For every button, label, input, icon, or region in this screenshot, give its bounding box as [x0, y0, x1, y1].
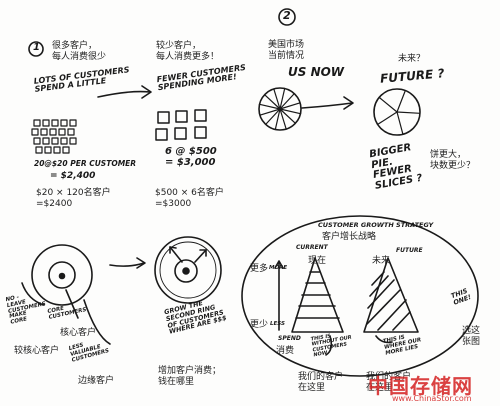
arrow-rings	[109, 262, 145, 267]
pieNow-outline	[258, 87, 302, 131]
ring-inner-left	[48, 261, 76, 289]
pie-now	[258, 87, 302, 131]
section1-zh-calc: $20 × 120名客户 =$2400	[36, 188, 111, 210]
number-2: 2	[283, 9, 291, 22]
zh-choose: 选这 张图	[462, 326, 481, 348]
section3-zh-question: 饼更大， 块数更少？	[430, 150, 476, 172]
pieNow-slice-line	[259, 108, 281, 116]
pie-future	[373, 88, 421, 136]
pieFuture-slice-line	[396, 111, 404, 135]
zh-spend: 消费	[276, 346, 295, 356]
zh-future2: 未来	[372, 256, 391, 266]
section1-per-customer: 20@$20 PER CUSTOMER	[34, 159, 137, 168]
pieNow-slice-line	[258, 103, 281, 110]
pieNow-slice-line	[279, 108, 296, 124]
label-less: LESS	[270, 321, 285, 327]
pieNow-slice-line	[265, 108, 281, 126]
strategy-title: CUSTOMER GROWTH STRATEGY	[318, 221, 434, 229]
zh-more: 更多	[250, 264, 269, 274]
label-more: MORE	[269, 265, 288, 271]
number-2-circle	[278, 8, 296, 26]
pieNow-slice-line	[264, 94, 281, 110]
number-1-circle	[28, 41, 44, 57]
pieNow-slice-line	[279, 108, 302, 115]
zh-now: 现在	[308, 256, 327, 266]
strategy-ellipse	[241, 215, 479, 377]
pieNow-slice-line	[279, 92, 295, 110]
strategy-zh-title: 客户增长战略	[322, 232, 377, 242]
label-future2: FUTURE	[396, 247, 423, 254]
zh-small-core: 较核心客户	[14, 346, 60, 356]
section3-zh-market: 美国市场 当前情况	[268, 40, 305, 62]
ring-outer-right	[154, 236, 222, 304]
zh-core: 核心客户	[60, 328, 97, 338]
pieFuture-outline	[373, 88, 421, 136]
zh-less: 更少	[250, 320, 269, 330]
many-customers-squares	[31, 119, 77, 154]
fewer-customers-squares	[155, 109, 207, 141]
zh-where: 增加客户消费； 钱在哪里	[158, 366, 222, 388]
arrow-pies	[301, 102, 353, 109]
pieNow-slice-line	[279, 102, 301, 110]
section3-zh-future: 未来？	[398, 54, 426, 64]
pieNow-slice-line	[279, 87, 286, 110]
pieNow-slice-line	[274, 108, 281, 131]
future-triangle	[363, 257, 419, 333]
section1-total: = $2,400	[50, 171, 96, 181]
zh-now-cust: 我们的客户 在这里	[298, 372, 344, 394]
label-spend: SPEND	[278, 335, 301, 342]
section2-zh-calc: $500 × 6名客户 =$3000	[155, 188, 224, 210]
ring-inner-right	[174, 259, 198, 283]
section2-calc: 6 @ $500 = $3,000	[165, 146, 217, 168]
watermark-url: www.ChinaStor.com	[392, 394, 472, 403]
zh-edge: 边缘客户	[78, 376, 115, 386]
bigger-pie-label: BIGGER PIE. FEWER SLICES ?	[368, 142, 424, 192]
zh-where-more: 我们的客户 在这里	[366, 372, 412, 394]
watermark-logo: 中国存储网	[368, 374, 473, 398]
pieFuture-slice-line	[396, 89, 406, 113]
us-now-label: US NOW	[288, 65, 345, 79]
section1-zh-note: 很多客户， 每人消费很少	[52, 41, 107, 63]
number-1: 1	[33, 42, 40, 53]
pieFuture-slice-line	[396, 111, 421, 114]
pieFuture-slice-line	[378, 96, 398, 113]
section2-zh-note: 较少客户， 每人消费更多！	[156, 41, 220, 63]
label-current: CURRENT	[296, 244, 328, 251]
pieNow-slice-line	[273, 88, 281, 110]
pieFuture-slice-line	[377, 111, 398, 126]
ring-outer-left	[31, 244, 93, 306]
pieNow-slice-line	[279, 108, 287, 130]
arrow-top	[97, 90, 151, 98]
